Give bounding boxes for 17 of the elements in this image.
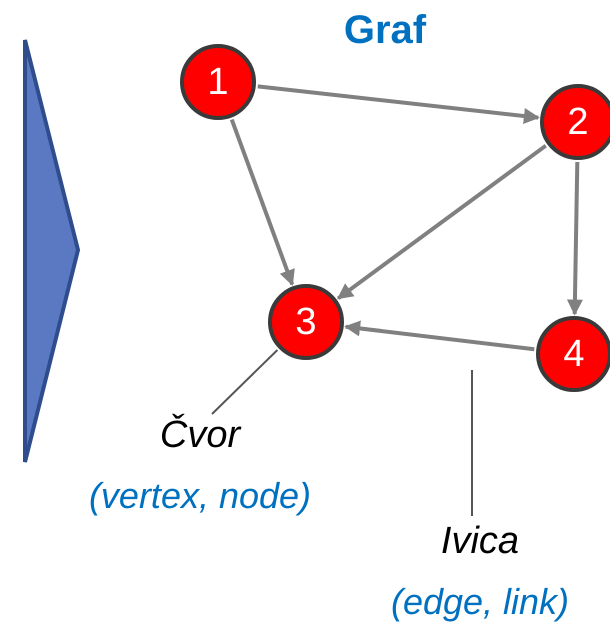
node-circle: 2 [540, 84, 610, 160]
leader-line [471, 370, 473, 516]
term-label: Ivica [440, 520, 520, 563]
arrow [336, 144, 547, 300]
arrow [566, 162, 583, 316]
leader-line [211, 349, 278, 415]
node-circle: 1 [180, 44, 256, 120]
arrow [230, 118, 295, 286]
node-circle: 3 [268, 284, 344, 360]
graph-title: Graf [342, 8, 428, 53]
term-label: Čvor [160, 414, 240, 457]
arrow [258, 84, 540, 124]
arrow [344, 320, 535, 352]
term-translation: (edge, link) [390, 581, 570, 623]
term-translation: (vertex, node) [88, 475, 312, 517]
triangle-shape [23, 38, 80, 464]
node-circle: 4 [536, 316, 610, 392]
